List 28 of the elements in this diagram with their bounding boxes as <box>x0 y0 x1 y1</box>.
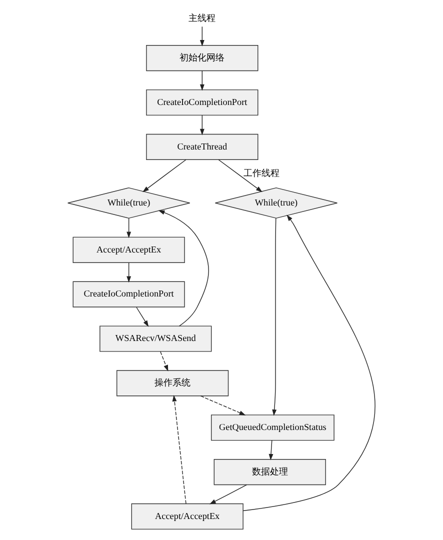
node-box: Accept/AcceptEx <box>131 503 244 530</box>
node-box: CreateThread <box>146 134 258 160</box>
node-box: 初始化网络 <box>146 45 258 72</box>
arrow <box>268 440 274 460</box>
node-box: CreateIoCompletionPort <box>146 89 258 116</box>
edge-label: 工作线程 <box>243 168 280 178</box>
node-text: 主线程 <box>188 12 216 23</box>
arrow <box>242 214 376 512</box>
arrow <box>218 159 262 192</box>
arrow <box>160 351 168 372</box>
node-box: 操作系统 <box>116 370 229 396</box>
arrow <box>142 159 186 192</box>
arrow <box>126 262 132 283</box>
arrow <box>136 306 149 327</box>
arrow <box>158 210 209 326</box>
arrow <box>209 484 248 504</box>
node-box: 数据处理 <box>214 459 326 486</box>
node-box: GetQueuedCompletionStatus <box>210 414 334 441</box>
arrow <box>200 26 204 46</box>
arrow <box>200 70 204 91</box>
arrow <box>126 218 132 238</box>
arrow <box>200 396 246 416</box>
node-box: CreateIoCompletionPort <box>72 281 185 308</box>
node-box: Accept/AcceptEx <box>72 236 185 263</box>
arrow <box>172 395 186 504</box>
node-box: WSARecv/WSASend <box>100 326 212 352</box>
arrow <box>272 218 277 416</box>
arrow <box>200 115 204 136</box>
